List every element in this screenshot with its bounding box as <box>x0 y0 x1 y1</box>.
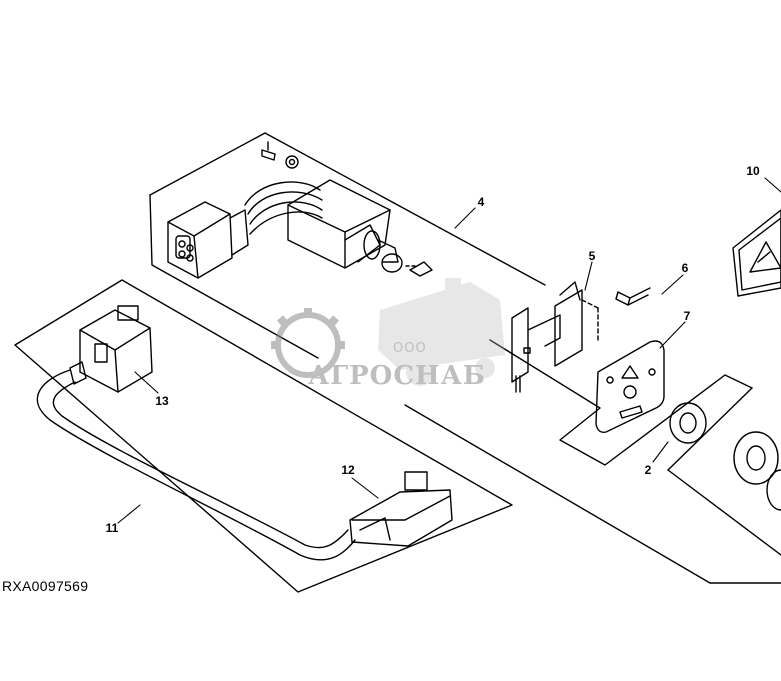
callout-6: 6 <box>682 261 689 275</box>
panel-item-4 <box>149 132 781 584</box>
leader-lines <box>117 177 781 524</box>
callout-4: 4 <box>478 195 485 209</box>
switch-plate <box>595 340 665 434</box>
screw <box>615 287 651 306</box>
combine-harvester-icon <box>378 278 505 386</box>
panel-item-7 <box>489 339 781 556</box>
warning-decal <box>732 209 781 297</box>
warning-sign-icon <box>749 241 781 273</box>
wiring-harness <box>36 369 356 561</box>
drawing-id-label: RXA0097569 <box>2 578 89 594</box>
washer-right <box>733 431 781 511</box>
callouts: 2 4 5 6 7 10 11 12 13 <box>106 164 760 535</box>
svg-text:12: 12 <box>341 463 355 477</box>
panel-item-11 <box>14 279 513 593</box>
svg-text:10: 10 <box>746 164 760 178</box>
bracket <box>511 281 599 393</box>
svg-text:11: 11 <box>106 521 119 535</box>
callout-2: 2 <box>639 461 657 479</box>
svg-text:6: 6 <box>682 261 689 275</box>
callout-10: 10 <box>746 164 760 178</box>
harness-connector-left <box>69 305 153 393</box>
callout-5: 5 <box>589 249 596 263</box>
svg-text:2: 2 <box>645 463 652 477</box>
svg-text:13: 13 <box>155 394 169 408</box>
harness-connector-right <box>349 471 453 547</box>
watermark: ООО АГРОСНАБ <box>271 278 505 391</box>
callout-12: 12 <box>341 463 355 477</box>
svg-text:7: 7 <box>684 309 691 323</box>
svg-text:5: 5 <box>589 249 596 263</box>
switch-assembly <box>167 141 433 279</box>
watermark-brand: АГРОСНАБ <box>308 361 486 391</box>
callout-7: 7 <box>684 309 691 323</box>
callout-13: 13 <box>155 394 169 408</box>
gear-logo-icon <box>271 308 345 378</box>
watermark-prefix: ООО <box>393 341 427 356</box>
callout-11: 11 <box>106 521 119 535</box>
svg-text:4: 4 <box>478 195 485 209</box>
washer <box>669 402 707 444</box>
